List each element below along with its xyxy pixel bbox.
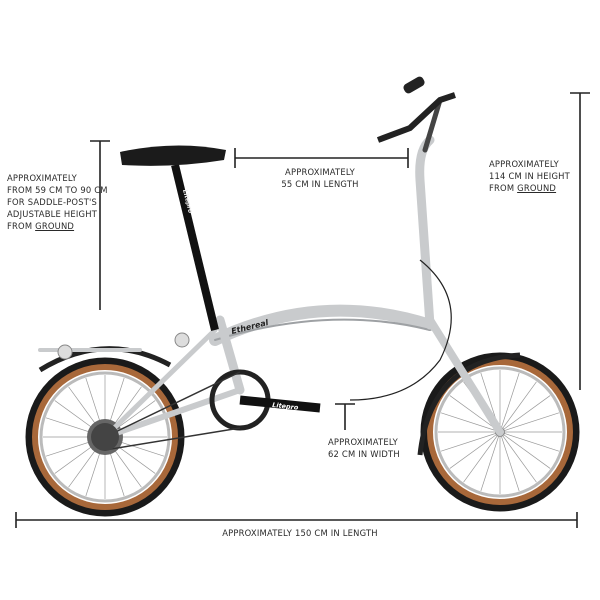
total-length-line xyxy=(15,512,578,528)
label-line: Approximately xyxy=(7,173,77,183)
crank-arm xyxy=(239,395,321,413)
saddle-height-line xyxy=(90,140,110,310)
ground-underlined: ground xyxy=(35,221,75,231)
spoke xyxy=(499,431,520,492)
total-length-label: Approximately 150 cm in length xyxy=(222,528,378,538)
spoke xyxy=(440,431,501,452)
spoke xyxy=(499,372,520,433)
label-line: 114 cm in height xyxy=(489,171,570,181)
handlebar xyxy=(376,92,456,143)
label-line: 55 cm in length xyxy=(281,179,359,189)
crank-brand-text: Litepro xyxy=(272,401,299,412)
spoke xyxy=(499,395,551,433)
spoke xyxy=(440,412,501,433)
spoke xyxy=(449,431,501,469)
frame xyxy=(38,97,504,440)
total-height-line xyxy=(570,92,590,390)
seatpost xyxy=(171,164,219,331)
front-fender xyxy=(417,352,521,456)
dimension-lines xyxy=(15,92,590,528)
label-line: Approximately xyxy=(328,437,398,447)
label-line: for saddle-post's xyxy=(7,197,98,207)
saddle xyxy=(120,145,226,166)
label-line: 62 cm in width xyxy=(328,449,400,459)
cable xyxy=(349,259,452,401)
spoke xyxy=(480,431,501,492)
width-line xyxy=(335,403,355,430)
top-length-line xyxy=(234,148,409,168)
label-line: Approximately xyxy=(489,159,559,169)
spoke xyxy=(499,431,537,483)
total-height-label: Approximately 114 cm in height from grou… xyxy=(489,158,570,194)
spoke xyxy=(463,431,501,483)
spoke xyxy=(499,412,560,433)
chain xyxy=(104,371,241,451)
label-line: from xyxy=(7,221,36,231)
saddle-height-label: Approximately from 59 cm to 90 cm for sa… xyxy=(7,172,108,232)
spoke xyxy=(499,431,551,469)
label-line: from xyxy=(489,183,518,193)
width-label: Approximately 62 cm in width xyxy=(328,436,400,460)
spoke xyxy=(499,431,560,452)
label-line: adjustable height xyxy=(7,209,98,219)
spoke xyxy=(499,381,537,433)
top-length-label: Approximately 55 cm in length xyxy=(250,166,390,190)
label-line: from 59 cm to 90 cm xyxy=(7,185,108,195)
label-line: Approximately xyxy=(285,167,355,177)
ground-underlined: ground xyxy=(517,183,557,193)
grip xyxy=(403,76,425,94)
